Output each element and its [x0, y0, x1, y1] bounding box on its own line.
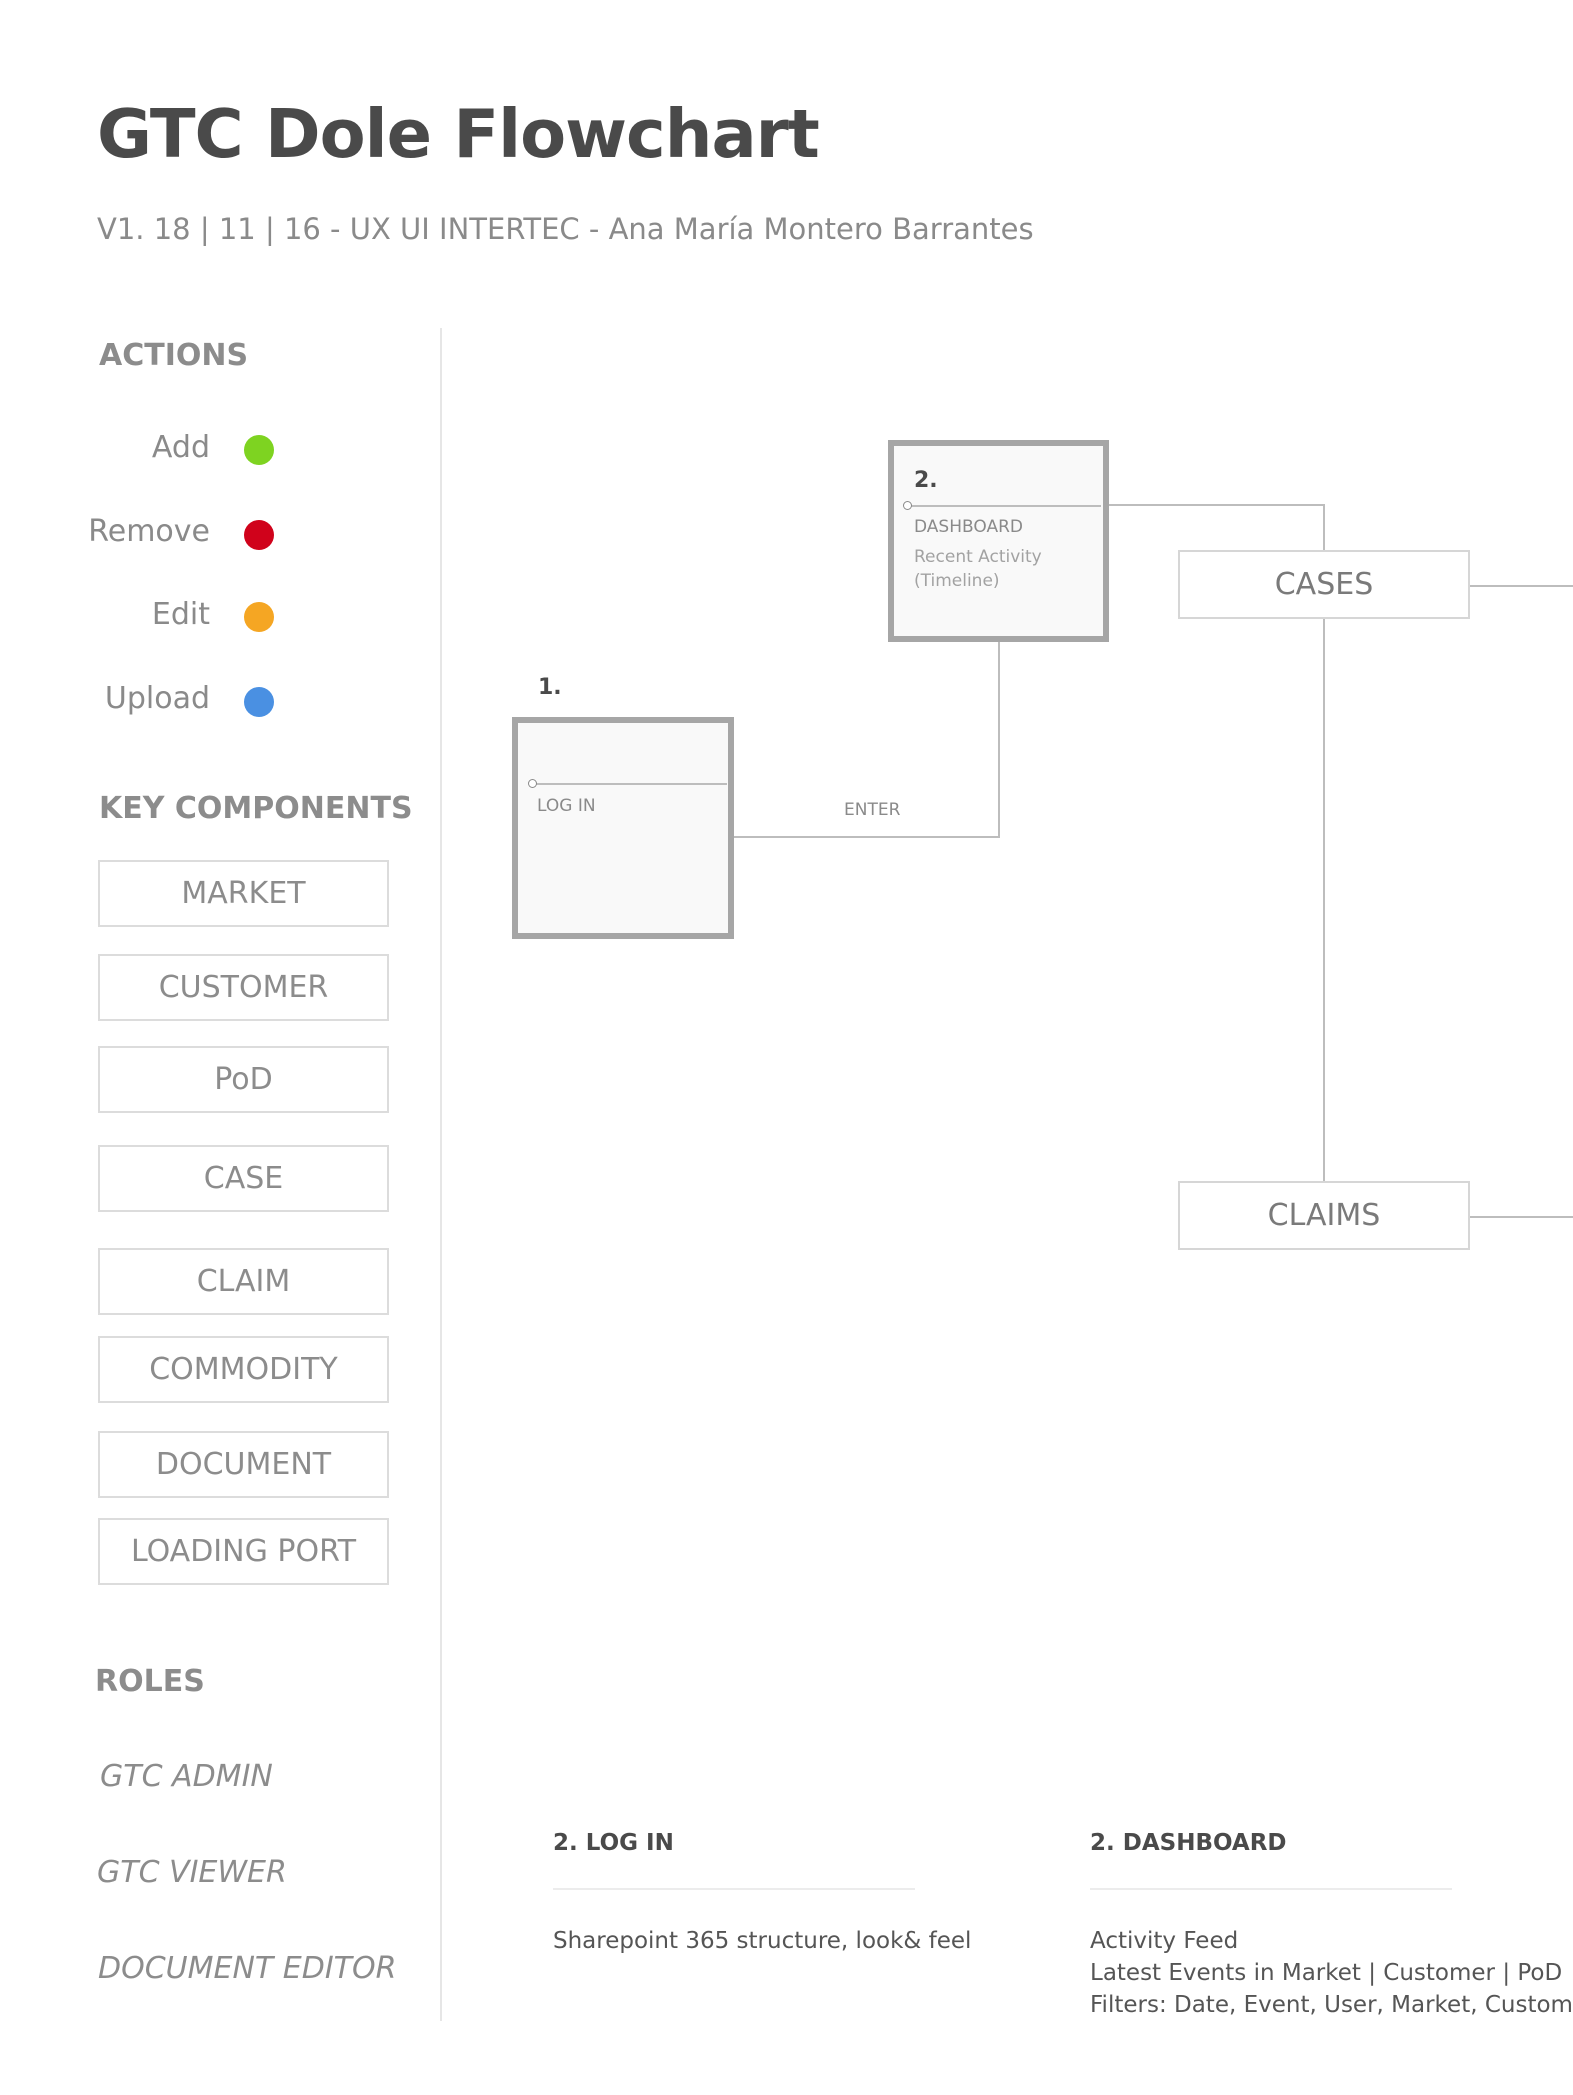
note-login-rule: [553, 1888, 915, 1890]
actions-heading: ACTIONS: [99, 338, 249, 373]
claims-outgoing-connector: [1470, 1216, 1573, 1218]
login-screen-box[interactable]: [512, 717, 734, 939]
dashboard-screen-description-line-1: Recent Activity: [914, 547, 1042, 567]
page-title: GTC Dole Flowchart: [97, 95, 820, 173]
note-dashboard-line-1: Activity Feed: [1090, 1928, 1239, 1954]
component-market: MARKET: [98, 860, 389, 927]
remove-dot-icon: [244, 520, 274, 550]
dashboard-to-cases-connector: [1109, 504, 1325, 506]
note-dashboard-line-3: Filters: Date, Event, User, Market, Cust…: [1090, 1992, 1573, 2018]
page-subtitle: V1. 18 | 11 | 16 - UX UI INTERTEC - Ana …: [97, 212, 1034, 246]
roles-heading: ROLES: [95, 1664, 205, 1699]
note-login-line-1: Sharepoint 365 structure, look& feel: [553, 1928, 972, 1954]
component-case: CASE: [98, 1145, 389, 1212]
login-screen-header-line: [533, 783, 727, 785]
action-upload-label: Upload: [104, 681, 210, 716]
dashboard-to-cases-connector-vertical: [1323, 504, 1325, 550]
key-components-heading: KEY COMPONENTS: [99, 791, 413, 826]
claims-section-box[interactable]: CLAIMS: [1178, 1181, 1470, 1250]
dashboard-connector-knob-icon: [903, 501, 912, 510]
login-connector-knob-icon: [528, 779, 537, 788]
role-gtc-viewer: GTC VIEWER: [97, 1855, 287, 1890]
login-screen-number: 1.: [538, 675, 562, 700]
add-dot-icon: [244, 435, 274, 465]
component-loading-port: LOADING PORT: [98, 1518, 389, 1585]
dashboard-screen-number: 2.: [914, 468, 938, 493]
sidebar-divider: [440, 328, 442, 2021]
dashboard-screen-label: DASHBOARD: [914, 517, 1023, 537]
note-login-heading: 2. LOG IN: [553, 1830, 674, 1856]
enter-connector-label: ENTER: [844, 800, 901, 820]
cases-to-claims-connector: [1323, 619, 1325, 1181]
note-dashboard-body: Activity Feed Latest Events in Market | …: [1090, 1925, 1573, 2025]
note-dashboard-heading: 2. DASHBOARD: [1090, 1830, 1287, 1856]
component-customer: CUSTOMER: [98, 954, 389, 1021]
component-pod: PoD: [98, 1046, 389, 1113]
dashboard-screen-header-line: [908, 505, 1101, 507]
dashboard-screen-box[interactable]: [888, 440, 1109, 642]
login-to-dashboard-connector-vertical: [998, 642, 1000, 838]
role-document-editor: DOCUMENT EDITOR: [98, 1951, 397, 1986]
action-remove-label: Remove: [88, 514, 210, 549]
component-claim: CLAIM: [98, 1248, 389, 1315]
dashboard-screen-description-line-2: (Timeline): [914, 571, 1000, 591]
note-dashboard-line-2: Latest Events in Market | Customer | PoD: [1090, 1960, 1563, 1986]
component-commodity: COMMODITY: [98, 1336, 389, 1403]
upload-dot-icon: [244, 687, 274, 717]
cases-outgoing-connector: [1470, 585, 1573, 587]
component-document: DOCUMENT: [98, 1431, 389, 1498]
action-edit-label: Edit: [151, 597, 210, 632]
action-add-label: Add: [151, 430, 210, 465]
cases-section-box[interactable]: CASES: [1178, 550, 1470, 619]
edit-dot-icon: [244, 602, 274, 632]
role-gtc-admin: GTC ADMIN: [100, 1759, 273, 1794]
note-dashboard-rule: [1090, 1888, 1452, 1890]
login-to-dashboard-connector: [734, 836, 999, 838]
login-screen-label: LOG IN: [537, 796, 596, 816]
